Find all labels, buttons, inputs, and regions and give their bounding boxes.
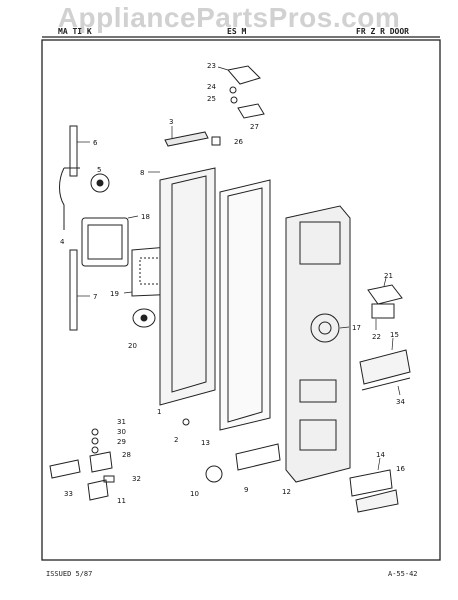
callout-8: 8 (140, 169, 144, 177)
wire-harness (59, 167, 65, 230)
callout-1: 1 (157, 408, 161, 416)
callout-22: 22 (372, 333, 381, 341)
bin-part-22 (371, 303, 395, 319)
hinge-part-33 (49, 459, 81, 479)
part-31 (91, 428, 99, 436)
footer-issued: ISSUED 5/87 (46, 570, 93, 578)
bushing-part-24 (229, 86, 237, 94)
liner-recess-upper (299, 221, 341, 265)
header-brand: MA TI K (58, 27, 92, 36)
callout-20: 20 (128, 342, 137, 350)
callout-34: 34 (396, 398, 405, 406)
dispenser-housing-part-18 (81, 217, 129, 267)
gasket-strip-upper (69, 125, 78, 177)
shelf-trim-part-34 (361, 377, 411, 391)
callout-12: 12 (282, 488, 291, 496)
callout-14: 14 (376, 451, 385, 459)
callout-24: 24 (207, 83, 216, 91)
callout-6: 6 (93, 139, 98, 147)
gasket-strip-lower (69, 249, 78, 331)
callout-21: 21 (384, 272, 393, 280)
diagram-frame (41, 39, 441, 561)
top-cap-part-3 (164, 131, 209, 147)
callout-27: 27 (250, 123, 259, 131)
footer-page-code: A-55-42 (388, 570, 418, 578)
part-11 (87, 479, 109, 501)
callout-5: 5 (97, 166, 101, 174)
callout-9: 9 (244, 486, 248, 494)
callout-3: 3 (169, 118, 173, 126)
callout-25: 25 (207, 95, 216, 103)
part-20 (132, 308, 156, 328)
header-model: ES M (227, 27, 247, 36)
callout-33: 33 (64, 490, 73, 498)
callout-31: 31 (117, 418, 126, 426)
inner-liner-part-12 (285, 205, 351, 483)
shelf-part-15 (359, 349, 411, 385)
callout-2: 2 (174, 436, 178, 444)
callout-19: 19 (110, 290, 119, 298)
part-28 (89, 451, 113, 473)
callout-7: 7 (93, 293, 97, 301)
part-2 (182, 418, 190, 426)
callout-23: 23 (207, 62, 216, 70)
speaker-part-17 (310, 313, 340, 343)
part-30 (91, 437, 99, 445)
hinge-part-27 (237, 103, 265, 119)
callout-4: 4 (60, 238, 65, 246)
part-10 (205, 465, 223, 483)
door-gasket-part-13 (219, 179, 271, 431)
callout-13: 13 (201, 439, 210, 447)
callout-32: 32 (132, 475, 141, 483)
grommet-part-5 (90, 173, 110, 193)
washer-part-25 (230, 96, 238, 104)
callout-16: 16 (396, 465, 405, 473)
trim-part-16 (355, 489, 399, 513)
watermark-text: AppliancePartsPros.com (57, 2, 401, 33)
door-panel-part-1 (159, 167, 216, 406)
callout-17: 17 (352, 324, 361, 332)
callout-26: 26 (234, 138, 243, 146)
callout-18: 18 (141, 213, 150, 221)
callout-11: 11 (117, 497, 126, 505)
shelf-part-14 (349, 469, 393, 497)
header-section: FR Z R DOOR (356, 27, 409, 36)
bracket-part-9 (235, 443, 281, 471)
part-32 (103, 475, 115, 483)
callout-15: 15 (390, 331, 399, 339)
screw-part-26 (211, 136, 221, 146)
hinge-part-23 (227, 65, 261, 85)
callout-28: 28 (122, 451, 131, 459)
callout-29: 29 (117, 438, 126, 446)
callout-10: 10 (190, 490, 199, 498)
bin-part-21 (367, 284, 403, 305)
callout-30: 30 (117, 428, 126, 436)
part-29 (91, 446, 99, 454)
